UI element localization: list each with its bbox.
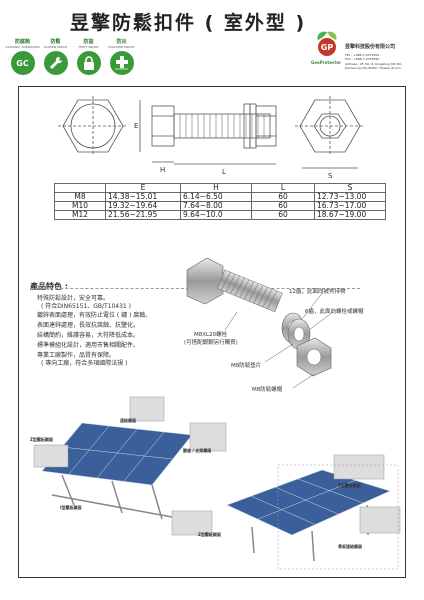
page-title: 昱擎防鬆扣件 ( 室外型 ) bbox=[70, 12, 307, 34]
label-splice: 腳座 / 支架鎖固 bbox=[183, 448, 212, 453]
table-cell: M12 bbox=[54, 210, 106, 220]
label-z-beam2: Z型壓板鎖固 bbox=[198, 532, 221, 537]
solar-array-left bbox=[41, 422, 193, 520]
table-cell: 21.56~21.95 bbox=[105, 210, 181, 220]
detail-z-beam bbox=[33, 444, 69, 468]
table-cell: 18.67~19.00 bbox=[314, 210, 386, 220]
feature-item: ( 符合DIN65151、GB/T10431 ) bbox=[41, 303, 132, 310]
company-contact: TEL : +886-7-9337999 FAX : +886-7-933789… bbox=[345, 53, 403, 70]
table-cell: 60 bbox=[251, 210, 315, 220]
company-logo-icon: GP bbox=[317, 31, 337, 56]
feature-badges: 防腐蝕 GALVANIC CORROSION GC 防鬆 LOOSEN PROO… bbox=[5, 38, 136, 75]
badge-label: 防災 bbox=[116, 39, 127, 45]
table-row: M12 21.56~21.95 9.64~10.0 60 18.67~19.00 bbox=[54, 210, 386, 220]
feature-item: 表面達鋅處理，長效抗腐蝕、抗鹽化。 bbox=[37, 322, 140, 329]
badge-label: 防鬆 bbox=[50, 39, 61, 45]
detail-t-beam bbox=[333, 454, 385, 480]
label-rail: 骨架連結鎖固 bbox=[338, 544, 362, 549]
callout-bolt: M8XL20螺栓 bbox=[194, 332, 228, 338]
bolt-technical-drawing: E H L S bbox=[58, 96, 365, 178]
logo-text: GeoProtector bbox=[311, 60, 342, 65]
label-z-beam: Z型壓板鎖固 bbox=[30, 437, 53, 442]
detail-i-beam bbox=[171, 510, 213, 536]
callout-nut: M8防鬆螺帽 bbox=[252, 387, 283, 393]
dim-s-label: S bbox=[328, 172, 333, 178]
badge-sub: THEFT PROOF bbox=[78, 45, 99, 49]
badge-sub: DISASTER PROOF bbox=[108, 45, 135, 49]
feature-item: ( 專向工廠，符合多項國際法規 ) bbox=[41, 360, 128, 367]
callout-teeth: 12齒，此面向被夾持物 bbox=[289, 289, 346, 295]
callout-six-face: 6齒，此面向螺栓或螺帽 bbox=[305, 309, 364, 315]
bolt-exploded-illustration bbox=[186, 257, 334, 389]
badge-disaster: 防災 DISASTER PROOF DISASTER bbox=[107, 38, 136, 75]
feature-item: 標準模組化設計，適用市售相關配件。 bbox=[37, 342, 140, 349]
bolt-head bbox=[186, 257, 224, 305]
feature-item: 特殊防鬆設計，安全可靠。 bbox=[37, 295, 110, 302]
features-title: 產品特色 : bbox=[30, 282, 68, 291]
detail-rail bbox=[359, 506, 401, 534]
badge-theft: 防盜 THEFT PROOF bbox=[74, 38, 103, 75]
gc-icon: GC bbox=[10, 51, 35, 75]
badge-label: 防盜 bbox=[83, 39, 94, 45]
detail-top bbox=[129, 396, 165, 422]
wrench-icon bbox=[43, 51, 68, 75]
callout-washer: M8防鬆墊片 bbox=[231, 363, 262, 369]
feature-item: 鍍鋅表面處理，有效防止電位 ( 鏽 ) 腐蝕。 bbox=[37, 312, 152, 319]
lock-icon bbox=[76, 51, 101, 75]
svg-text:GP: GP bbox=[321, 43, 334, 52]
installation-illustrations bbox=[33, 396, 401, 570]
dim-e-label: E bbox=[134, 122, 138, 130]
detail-splice bbox=[189, 422, 227, 452]
medical-cross-icon: DISASTER bbox=[109, 51, 134, 75]
feature-item: 專業工廠製作，品質有保障。 bbox=[37, 352, 116, 359]
badge-loosen: 防鬆 LOOSEN PROOF bbox=[41, 38, 70, 75]
label-i-beam: I型壓板鎖固 bbox=[60, 505, 82, 510]
content-frame bbox=[18, 86, 406, 578]
label-t-beam: T型壓板鎖固 bbox=[338, 483, 361, 488]
feature-item: 結構簡約，維護容易，大符降低成本。 bbox=[37, 332, 140, 339]
dim-l-label: L bbox=[222, 168, 226, 176]
badge-sub: LOOSEN PROOF bbox=[43, 45, 68, 49]
label-top: 連結鎖固 bbox=[120, 418, 136, 423]
table-cell: 9.64~10.0 bbox=[180, 210, 252, 220]
callout-bolt-note: (可搭配銀鋼另行購買) bbox=[184, 340, 238, 346]
company-name: 昱擎科技股份有限公司 bbox=[345, 44, 396, 50]
spec-table: E H L S M8 14.38~15.01 6.14~6.50 60 12.7… bbox=[54, 183, 386, 220]
badge-gc: 防腐蝕 GALVANIC CORROSION GC bbox=[5, 38, 40, 75]
badge-sub: GALVANIC CORROSION bbox=[5, 45, 40, 49]
badge-label: 防腐蝕 bbox=[14, 39, 30, 45]
dim-h-label: H bbox=[160, 166, 165, 174]
